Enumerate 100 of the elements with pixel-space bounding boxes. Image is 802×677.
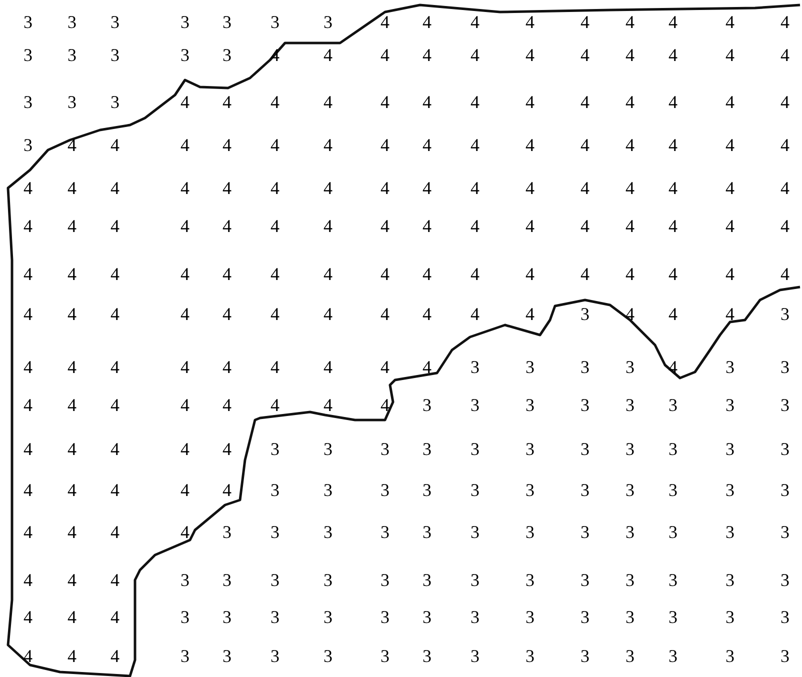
grid-value: 3 — [668, 571, 678, 589]
grid-value: 3 — [422, 523, 432, 541]
grid-value: 4 — [526, 305, 534, 323]
grid-value: 3 — [380, 440, 390, 458]
grid-value: 4 — [422, 46, 432, 64]
grid-value: 4 — [180, 136, 190, 154]
grid-value: 3 — [324, 647, 332, 665]
grid-value: 3 — [780, 608, 790, 626]
grid-value: 3 — [626, 647, 634, 665]
grid-value: 3 — [580, 608, 590, 626]
grid-value: 4 — [324, 217, 332, 235]
grid-value: 4 — [324, 265, 332, 283]
grid-value: 4 — [324, 93, 332, 111]
grid-value: 4 — [580, 93, 590, 111]
grid-value: 3 — [470, 608, 480, 626]
grid-value: 4 — [24, 265, 32, 283]
grid-value: 3 — [222, 571, 232, 589]
grid-value: 3 — [422, 396, 432, 414]
grid-value: 4 — [222, 305, 232, 323]
grid-value: 3 — [726, 523, 734, 541]
grid-value: 4 — [626, 13, 634, 31]
grid-value: 4 — [222, 396, 232, 414]
grid-value: 4 — [222, 440, 232, 458]
grid-value: 4 — [422, 305, 432, 323]
grid-value: 3 — [726, 608, 734, 626]
grid-value: 4 — [68, 481, 76, 499]
grid-value: 3 — [580, 396, 590, 414]
grid-value: 3 — [380, 523, 390, 541]
grid-value: 3 — [68, 13, 76, 31]
grid-value: 3 — [422, 647, 432, 665]
grid-value: 4 — [580, 217, 590, 235]
grid-value: 3 — [526, 571, 534, 589]
grid-value: 3 — [270, 571, 280, 589]
grid-value: 4 — [222, 179, 232, 197]
grid-value: 3 — [526, 396, 534, 414]
grid-value: 3 — [68, 46, 76, 64]
grid-value: 3 — [222, 523, 232, 541]
grid-value: 4 — [380, 179, 390, 197]
grid-value: 3 — [626, 440, 634, 458]
grid-value: 3 — [324, 571, 332, 589]
grid-value: 4 — [180, 305, 190, 323]
grid-value: 4 — [68, 396, 76, 414]
grid-value: 4 — [324, 305, 332, 323]
grid-value: 4 — [668, 46, 678, 64]
grid-value: 4 — [110, 440, 120, 458]
grid-value: 4 — [24, 305, 32, 323]
grid-value: 4 — [668, 136, 678, 154]
grid-value: 3 — [780, 523, 790, 541]
grid-value: 4 — [270, 136, 280, 154]
grid-value: 4 — [24, 523, 32, 541]
grid-value: 4 — [270, 217, 280, 235]
grid-value: 4 — [470, 265, 480, 283]
grid-value: 3 — [222, 13, 232, 31]
grid-value: 4 — [780, 217, 790, 235]
grid-value: 3 — [726, 440, 734, 458]
grid-value: 4 — [626, 179, 634, 197]
grid-value: 3 — [626, 358, 634, 376]
grid-value: 3 — [780, 396, 790, 414]
grid-value: 4 — [324, 136, 332, 154]
grid-value: 4 — [668, 93, 678, 111]
grid-value: 4 — [222, 217, 232, 235]
grid-value: 4 — [380, 13, 390, 31]
grid-value: 4 — [110, 179, 120, 197]
grid-value: 3 — [580, 305, 590, 323]
grid-value: 3 — [222, 608, 232, 626]
grid-value: 4 — [324, 396, 332, 414]
grid-value: 4 — [470, 46, 480, 64]
grid-value: 3 — [780, 440, 790, 458]
grid-value: 3 — [222, 647, 232, 665]
grid-value: 3 — [180, 46, 190, 64]
grid-value: 3 — [780, 647, 790, 665]
grid-value: 4 — [380, 46, 390, 64]
grid-value: 3 — [668, 523, 678, 541]
grid-value: 3 — [110, 93, 120, 111]
grid-value: 4 — [222, 136, 232, 154]
grid-value: 3 — [24, 93, 32, 111]
grid-value: 3 — [270, 13, 280, 31]
grid-value: 4 — [24, 440, 32, 458]
grid-value: 3 — [626, 481, 634, 499]
grid-value: 4 — [24, 481, 32, 499]
grid-value: 3 — [526, 523, 534, 541]
grid-value: 3 — [580, 481, 590, 499]
grid-value: 4 — [380, 265, 390, 283]
grid-value: 4 — [470, 93, 480, 111]
grid-value: 3 — [526, 647, 534, 665]
grid-value: 4 — [380, 217, 390, 235]
grid-value: 4 — [270, 179, 280, 197]
grid-value: 3 — [526, 481, 534, 499]
grid-value: 3 — [380, 647, 390, 665]
grid-value: 4 — [726, 93, 734, 111]
grid-value: 4 — [24, 179, 32, 197]
grid-value: 3 — [380, 481, 390, 499]
grid-value: 4 — [68, 571, 76, 589]
grid-value: 3 — [270, 523, 280, 541]
grid-value: 3 — [470, 358, 480, 376]
grid-value: 3 — [526, 608, 534, 626]
grid-value: 3 — [24, 13, 32, 31]
grid-value: 4 — [68, 217, 76, 235]
grid-value: 4 — [726, 136, 734, 154]
grid-value: 4 — [110, 608, 120, 626]
